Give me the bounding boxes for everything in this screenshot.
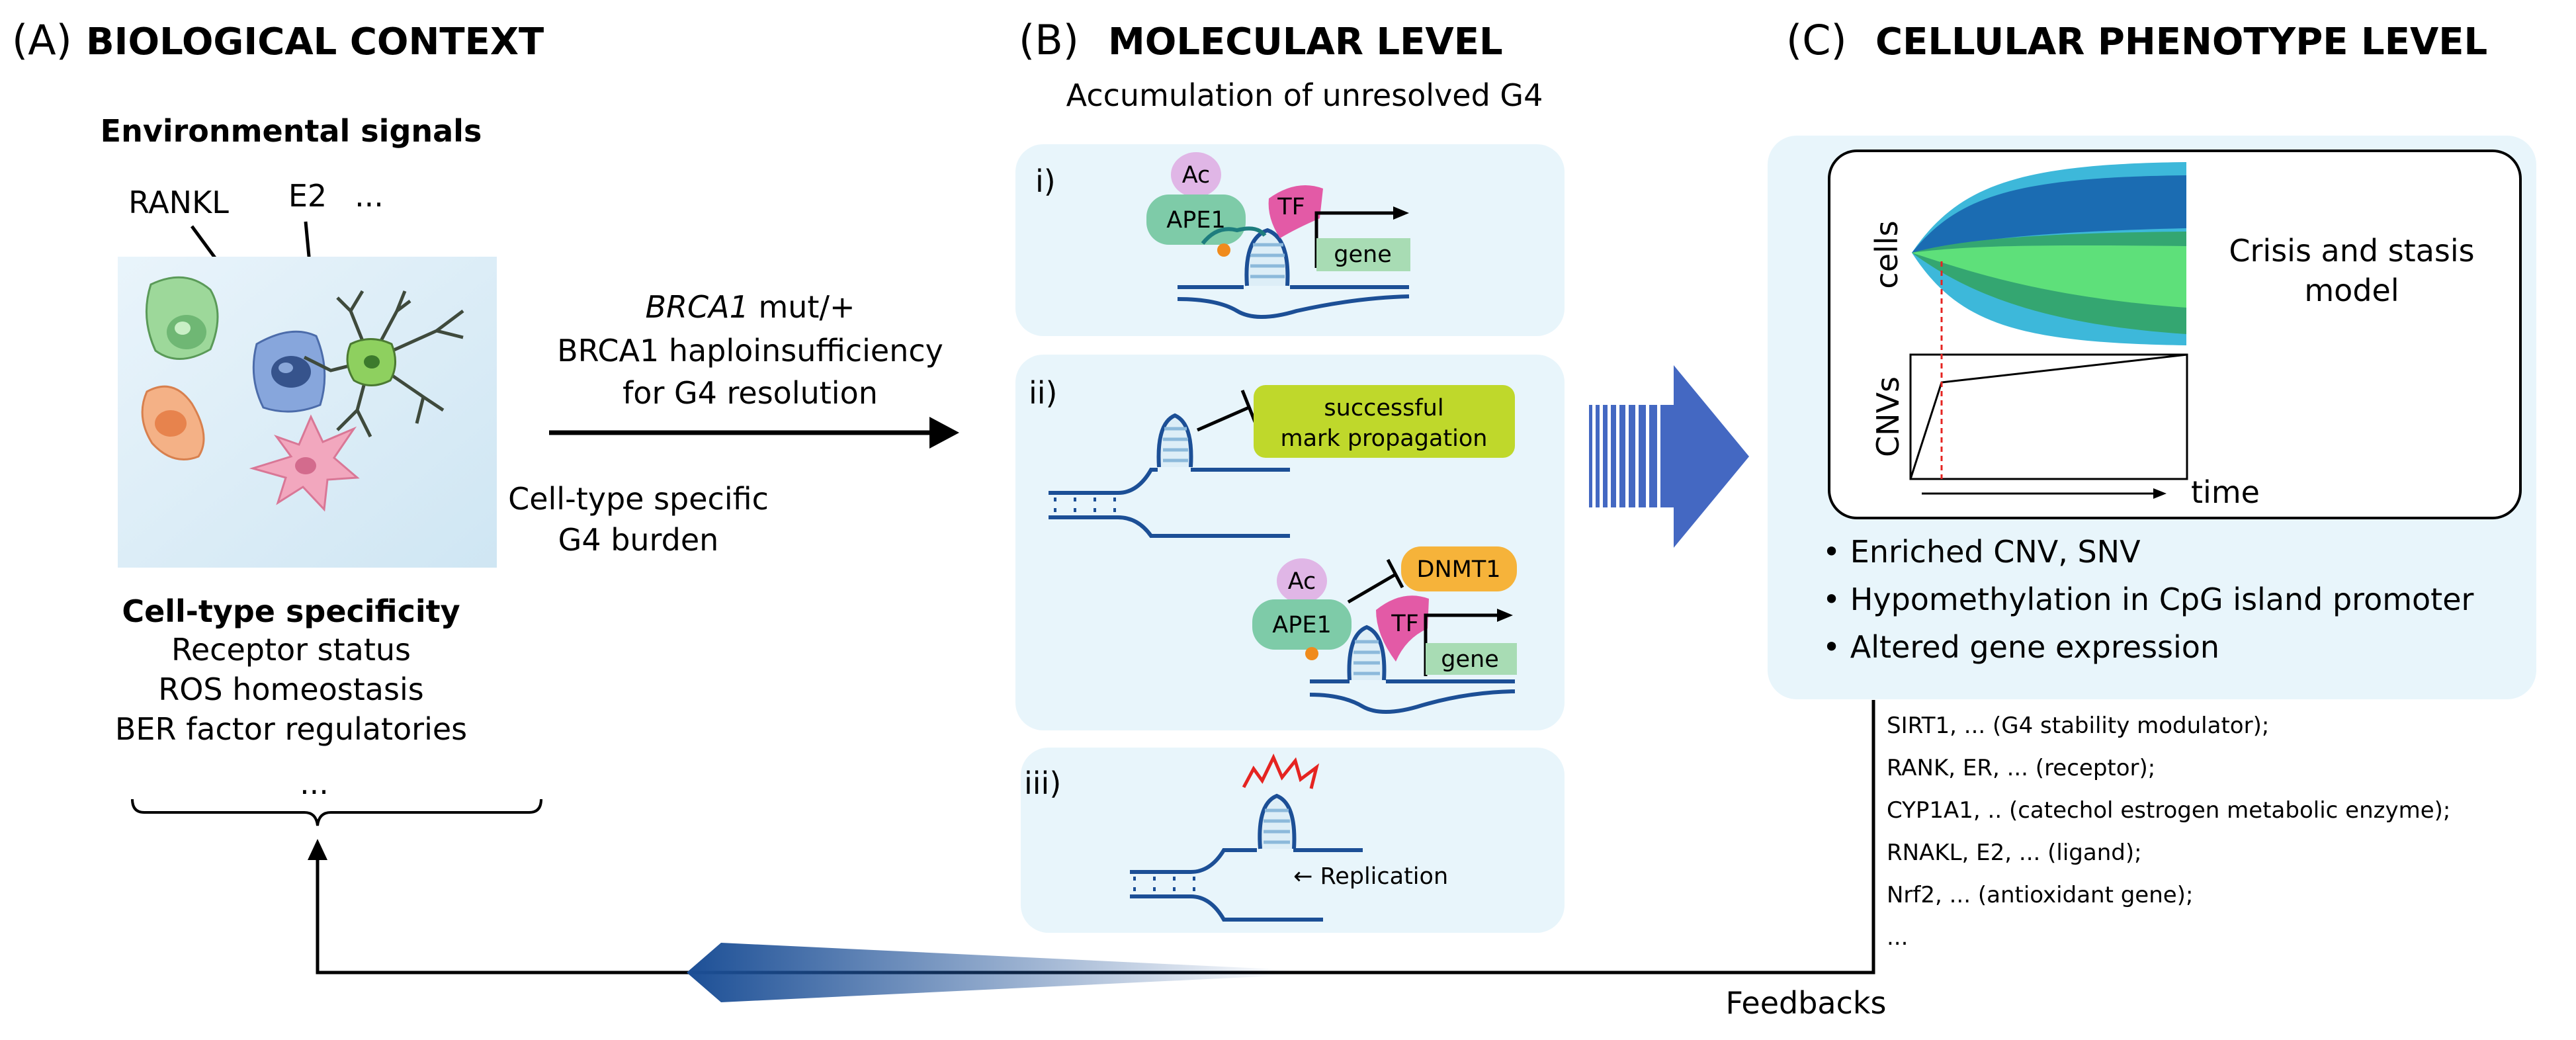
gene-list-item-3: CYP1A1, .. (catechol estrogen metabolic … [1887,797,2450,824]
box-i-ac-blob [1171,152,1221,197]
box-ii-fork-rungs [1054,498,1116,513]
box-i-g4-quadruplex-icon [1250,243,1285,279]
g4-burden-line-1: Cell-type specific [508,481,769,517]
feedback-gradient-arrow-icon [687,943,1290,1002]
box-iii-numeral: iii) [1024,765,1061,801]
box-i-gene-box [1316,238,1410,271]
transition-arrow-icon [1589,365,1749,548]
specificity-brace [131,799,542,826]
brca1-mutation-label: BRCA1 mut/+ [645,289,855,325]
panel-a-label: (A) [12,16,72,64]
model-ylabel-cells: cells [1869,220,1905,288]
gene-list-item-2: RANK, ER, ... (receptor); [1887,755,2155,781]
box-ii-ac-blob [1277,558,1327,603]
specificity-ros-homeostasis: ROS homeostasis [158,672,423,707]
model-caption-line-1: Crisis and stasis [2229,233,2474,269]
box-i-ape1-contact [1201,226,1267,245]
brca1-haploinsufficiency-label: BRCA1 haploinsufficiency [557,333,943,368]
time-axis-arrow-head [2153,488,2167,499]
box-i-lesion-dot [1217,243,1230,257]
green-cell-icon [146,276,219,360]
box-i-tf-label: TF [1277,194,1305,220]
mechanism-box-i [1015,144,1565,336]
neuron-cell-icon [303,290,464,438]
gene-list-item-4: RNAKL, E2, ... (ligand); [1887,840,2142,866]
signal-e2: E2 [288,178,327,214]
signal-rankl: RANKL [128,185,229,220]
model-caption-line-2: model [2304,273,2399,308]
cell-type-specificity-heading: Cell-type specificity [122,593,460,629]
box-ii-tf-label: TF [1391,611,1419,637]
panel-b-label: (B) [1019,16,1079,64]
cell-population-fan-plot [1912,162,2186,345]
environmental-signals-heading: Environmental signals [101,113,482,149]
box-i-gene-label: gene [1334,241,1391,268]
gene-list-item-6: ... [1887,924,1908,951]
panel-c-title: CELLULAR PHENOTYPE LEVEL [1875,21,2487,64]
dnmt1-blob [1401,546,1517,591]
middle-section: BRCA1 mut/+ BRCA1 haploinsufficiency for… [508,289,959,558]
pink-cell-icon [249,414,360,512]
panel-b-title: MOLECULAR LEVEL [1108,21,1503,64]
box-ii-gene-box [1426,643,1517,675]
box-ii-ac-label: Ac [1288,568,1316,595]
box-ii-dnmt1-inhibit-bar [1386,558,1404,589]
box-ii-ape1-blob [1252,599,1352,650]
phenotype-bullet-1: • Enriched CNV, SNV [1823,534,2141,570]
panel-b: (B) MOLECULAR LEVEL Accumulation of unre… [1015,16,1565,933]
box-ii-tf-blob [1376,595,1429,662]
feedback-arrow-head [308,839,327,860]
box-i-numeral: i) [1035,163,1056,199]
signal-ellipsis: ... [355,178,384,214]
box-ii-numeral: ii) [1029,375,1058,411]
panel-b-subtitle: Accumulation of unresolved G4 [1066,77,1543,113]
feedback-line-left [316,857,685,975]
box-i-ac-label: Ac [1182,162,1211,189]
blue-cell-icon [252,330,326,413]
box-ii-inhibit-bar [1240,390,1258,424]
phenotype-bullet-2: • Hypomethylation in CpG island promoter [1823,582,2474,617]
model-xlabel-time: time [2191,474,2260,510]
feedback-loop: Feedbacks [308,839,1887,1021]
box-i-tss-arrow-head [1393,206,1409,220]
g4-resolution-label: for G4 resolution [623,375,878,411]
panel-a: (A) BIOLOGICAL CONTEXT Environmental sig… [12,16,544,826]
mark-propagation-line-2: mark propagation [1281,425,1488,452]
box-i-ape1-label: APE1 [1166,207,1225,234]
cnv-plot-frame [1909,353,2188,480]
gene-list-item-5: Nrf2, ... (antioxidant gene); [1887,882,2193,908]
specificity-ellipsis: ... [300,765,329,801]
main-arrow-head [929,417,959,449]
panel-c: (C) CELLULAR PHENOTYPE LEVEL cells Crisi… [1768,16,2536,971]
box-ii-g4-quadruplex-icon-2 [1353,640,1380,675]
box-i-tf-blob [1268,185,1323,238]
box-iii-fork-rungs [1133,877,1195,892]
box-ii-inhibit-line [1196,405,1252,432]
box-iii-replication-label: ← Replication [1293,863,1448,890]
box-iii-collision-burst-icon [1242,754,1320,789]
box-ii-gene-label: gene [1441,646,1498,673]
panel-a-title: BIOLOGICAL CONTEXT [86,21,544,64]
mark-propagation-box [1254,385,1515,458]
box-ii-dnmt1-inhibit-line [1347,572,1397,604]
specificity-receptor-status: Receptor status [171,632,411,668]
box-iii-g4-quadruplex-icon [1264,808,1290,844]
mark-propagation-line-1: successful [1324,395,1443,421]
phenotype-bullet-3: • Altered gene expression [1823,629,2219,665]
orange-cell-icon [141,385,205,460]
box-ii-tss-arrow-head [1497,609,1513,622]
dnmt1-label: DNMT1 [1417,556,1501,583]
box-ii-g4-quadruplex-icon [1163,427,1188,462]
feedback-label: Feedbacks [1725,985,1886,1021]
gene-list-item-1: SIRT1, ... (G4 stability modulator); [1887,713,2269,739]
g4-burden-line-2: G4 burden [558,522,719,558]
box-ii-lesion-dot [1305,647,1318,660]
specificity-ber-factor: BER factor regulatories [115,711,467,747]
box-ii-ape1-label: APE1 [1272,612,1331,638]
panel-c-label: (C) [1786,16,1847,64]
model-ylabel-cnvs: CNVs [1870,376,1906,457]
